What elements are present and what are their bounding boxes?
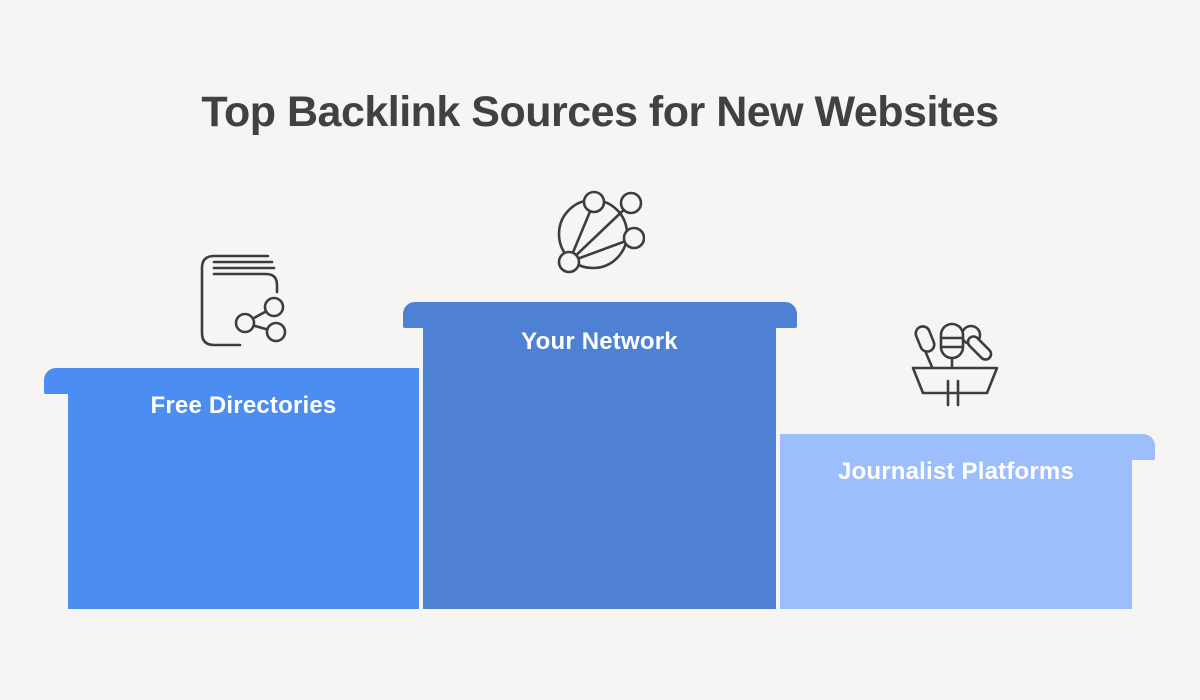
book-share-icon bbox=[200, 254, 287, 347]
bar-label-your-network: Your Network bbox=[521, 328, 678, 355]
network-icon bbox=[557, 190, 645, 274]
bar-free-directories bbox=[68, 380, 419, 609]
bar-label-journalist-platforms: Journalist Platforms bbox=[837, 458, 1075, 485]
page-title: Top Backlink Sources for New Websites bbox=[201, 88, 999, 136]
press-conference-icon bbox=[911, 322, 999, 407]
bar-your-network bbox=[423, 314, 776, 609]
bar-journalist-platforms bbox=[780, 446, 1132, 609]
bar-label-free-directories: Free Directories bbox=[150, 392, 337, 419]
